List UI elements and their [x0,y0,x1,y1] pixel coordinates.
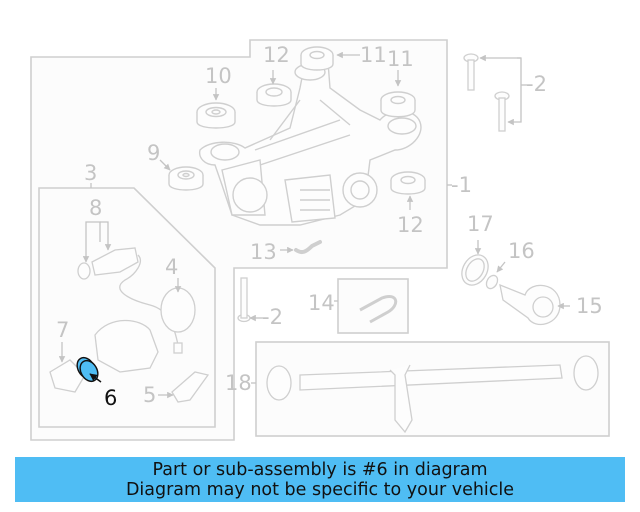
callout-16: 16 [508,239,535,263]
part-8-oring [77,262,91,280]
callout-6[interactable]: 6 [104,386,118,410]
bolts-2 [237,53,510,323]
part-14-clamp [359,295,398,324]
callout-3: 3 [84,161,98,185]
callout-2-top: -2 [526,72,547,96]
banner-line-2: Diagram may not be specific to your vehi… [125,479,515,500]
callout-2-bottom: -2 [262,305,283,329]
callout-1: -1 [451,173,472,197]
callout-7: 7 [56,318,70,342]
part-14-box [337,278,409,334]
mount-bushings [168,46,426,195]
info-banner: Part or sub-assembly is #6 in diagram Di… [15,457,625,502]
callout-10: 10 [205,64,232,88]
callout-11-top: 11 [360,43,387,67]
callout-17: 17 [467,212,494,236]
part-8-valve [91,247,139,276]
bushing-11-top [300,46,334,71]
callout-15: 15 [576,294,603,318]
bushing-12-right [390,171,426,195]
part-5-cover [171,371,210,403]
part-7-bracket [49,359,86,393]
callout-9: 9 [147,141,161,165]
pump-body [94,319,159,373]
callout-8: 8 [89,196,103,220]
banner-line-1: Part or sub-assembly is #6 in diagram [152,459,488,480]
callout-13: 13 [250,240,277,264]
bushing-10 [196,102,236,129]
callout-18: 18 [225,371,252,395]
callout-12-top: 12 [263,43,290,67]
bushing-12-top [256,83,292,107]
part-18-driveshaft [266,355,599,434]
bushing-11-right [380,91,416,118]
bushing-9 [168,166,204,191]
rear-differential-carrier [198,61,422,226]
part-13-hose [294,240,322,255]
callout-14: 14 [308,291,335,315]
callout-4: 4 [165,255,179,279]
callout-5: 5 [143,383,157,407]
callout-12-right: 12 [397,213,424,237]
part-4-gasket [160,287,196,333]
callout-11-right: 11 [387,47,414,71]
part-16-ring [485,274,499,290]
